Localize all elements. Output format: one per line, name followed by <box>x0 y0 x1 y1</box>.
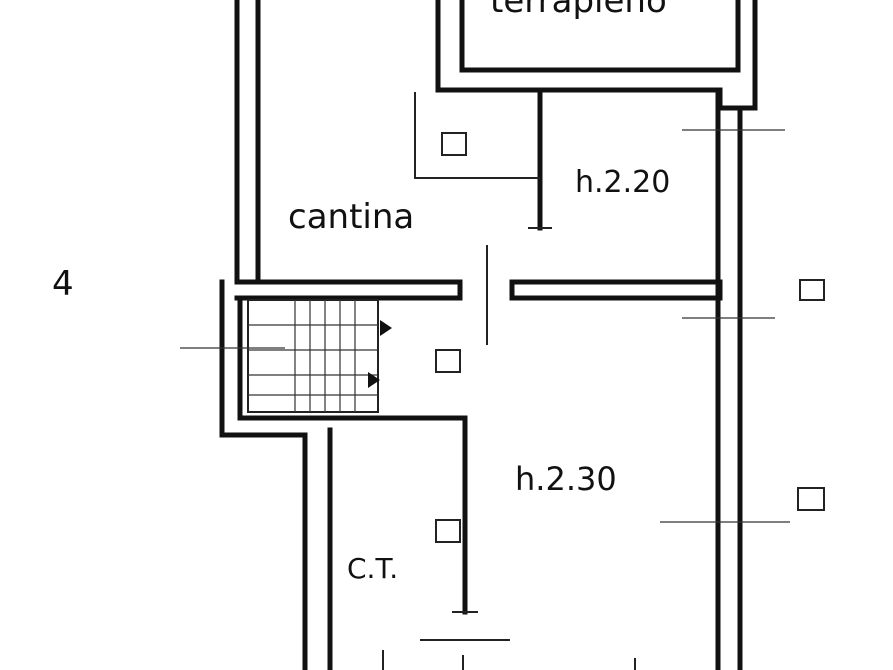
label-height-lower: h.2.30 <box>515 460 617 498</box>
walls <box>219 0 758 670</box>
room-labels: terrapieno cantina h.2.20 h.2.30 C.T. 4 <box>52 0 670 585</box>
label-terrapieno: terrapieno <box>490 0 667 21</box>
staircase <box>247 299 392 413</box>
label-cantina: cantina <box>288 197 414 237</box>
label-number: 4 <box>52 264 74 304</box>
label-height-upper: h.2.20 <box>575 165 670 200</box>
label-ct: C.T. <box>347 552 398 585</box>
window-symbols <box>180 129 825 543</box>
